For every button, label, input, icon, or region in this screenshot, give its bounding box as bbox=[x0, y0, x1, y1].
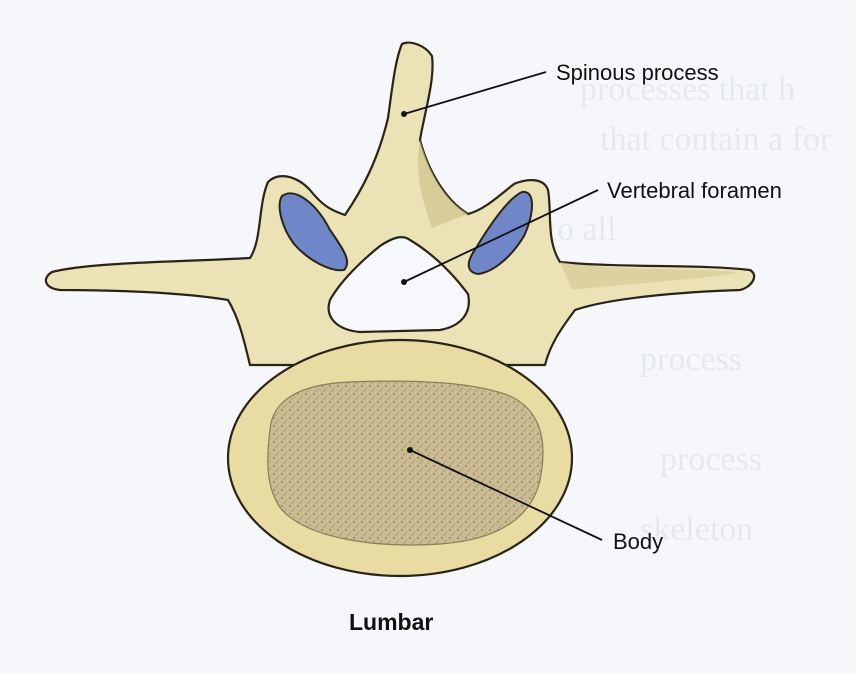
cancellous-bone bbox=[267, 380, 544, 546]
figure-caption: Lumbar bbox=[349, 609, 434, 635]
right-articular-facet bbox=[467, 190, 533, 276]
svg-text:that contain a for: that contain a for bbox=[600, 121, 832, 158]
leader-line-body bbox=[409, 449, 603, 541]
label-body: Body bbox=[613, 529, 664, 554]
leader-line-spinous bbox=[403, 71, 547, 115]
left-articular-facet bbox=[278, 192, 349, 272]
background-bleed-text: processes that h that contain a for comm… bbox=[420, 71, 832, 548]
leader-lines bbox=[403, 71, 603, 541]
leader-line-foramen bbox=[403, 189, 599, 283]
svg-text:processes that h: processes that h bbox=[580, 71, 795, 108]
pointer-dot-spinous bbox=[401, 111, 407, 117]
pointer-dot-body bbox=[407, 447, 413, 453]
label-vertebral-foramen: Vertebral foramen bbox=[607, 178, 782, 203]
leader-dots bbox=[401, 111, 413, 453]
pointer-dot-foramen bbox=[401, 279, 407, 285]
svg-text:process: process bbox=[640, 341, 742, 378]
arch-shading-right bbox=[560, 262, 740, 290]
arch-shading bbox=[417, 140, 468, 228]
svg-text:skeleton: skeleton bbox=[640, 511, 753, 548]
label-spinous-process: Spinous process bbox=[556, 60, 719, 85]
svg-text:process: process bbox=[660, 441, 762, 478]
vertebral-foramen bbox=[327, 236, 470, 334]
